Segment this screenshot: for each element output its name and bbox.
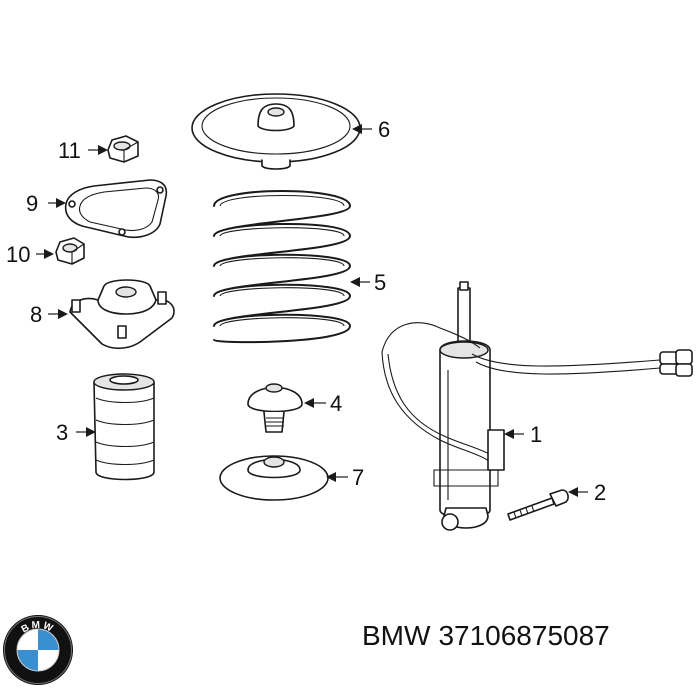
part-number: 37106875087 — [438, 620, 610, 651]
callout-3: 3 — [56, 420, 68, 445]
bmw-logo-text: BMW — [20, 620, 54, 636]
part-9-gasket — [64, 179, 168, 239]
callout-8: 8 — [30, 302, 42, 327]
callout-9: 9 — [26, 191, 38, 216]
part-8-strut-mount — [69, 279, 175, 350]
bmw-logo: BMW — [3, 615, 73, 685]
callout-2: 2 — [594, 480, 606, 505]
part-4-bump-cap — [247, 383, 303, 433]
callout-1: 1 — [530, 422, 542, 447]
callout-5: 5 — [374, 270, 386, 295]
part-3-bump-stop — [93, 373, 155, 481]
callout-10: 10 — [6, 242, 30, 267]
callout-6: 6 — [378, 117, 390, 142]
part-6-upper-spring-pad — [191, 93, 361, 170]
part-11-nut — [107, 135, 139, 163]
part-10-nut — [55, 237, 85, 265]
callout-4: 4 — [330, 391, 342, 416]
callout-11: 11 — [58, 138, 81, 163]
svg-text:BMW: BMW — [20, 620, 56, 636]
brand-name: BMW — [362, 620, 431, 651]
leader-lines — [36, 124, 588, 497]
part-1-shock-absorber — [381, 281, 693, 531]
part-7-lower-spring-seat — [219, 455, 329, 501]
part-5-coil-spring — [213, 190, 351, 344]
callout-7: 7 — [352, 465, 364, 490]
part-2-bolt — [507, 489, 569, 521]
